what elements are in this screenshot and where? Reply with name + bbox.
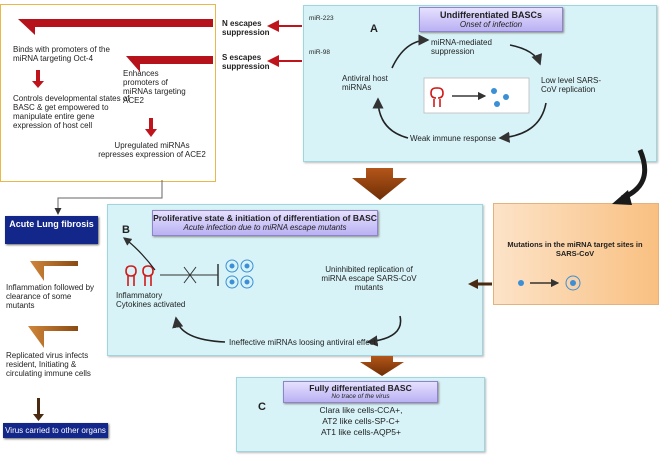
panel-a-title-box: Undifferentiated BASCs Onset of infectio…	[419, 7, 563, 32]
red-down-arrow-1	[32, 70, 44, 88]
rna-hairpins-icon	[125, 265, 154, 286]
binds-text: Binds with promoters of the miRNA target…	[13, 45, 110, 63]
rna-hairpin-icon	[430, 87, 444, 107]
transition-arrow-bc	[360, 356, 404, 376]
controls-text: Controls developmental states of BASC & …	[13, 94, 130, 130]
cell-type-3: AT1 like cells-AQP5+	[321, 427, 401, 437]
cycle-arrow-2	[509, 44, 543, 66]
replicated-tag	[28, 326, 78, 348]
virus-icon	[491, 88, 509, 107]
mutant-virus-icon	[518, 275, 581, 291]
cycle-arrow-3	[498, 102, 547, 143]
escape-tag-s	[126, 56, 213, 72]
mechanism-panel	[0, 4, 216, 182]
b-arrow-3	[123, 237, 156, 271]
panel-a-title: Undifferentiated BASCs	[439, 10, 542, 20]
panel-b-subtitle: Acute infection due to miRNA escape muta…	[183, 223, 347, 232]
mutant-virus-cluster-icon	[225, 259, 254, 289]
mir98-label: miR-98	[309, 49, 330, 56]
inflammation-tag	[30, 261, 78, 281]
panel-c-letter: C	[258, 401, 266, 413]
uninhibited-label: Uninhibited replication of miRNA escape …	[321, 265, 417, 292]
transition-arrow-ab	[352, 168, 407, 200]
fibrosis-box: Acute Lung fibrosis	[5, 216, 98, 244]
n-escapes-label: N escapes suppression	[222, 19, 270, 37]
panel-a-letter: A	[370, 23, 378, 35]
curved-arrow-mutations	[621, 149, 648, 201]
s-escapes-label: S escapes suppression	[222, 53, 270, 71]
low-level-label: Low level SARS-CoV replication	[541, 76, 602, 94]
down-arrow-organs	[33, 414, 44, 421]
inflammation-label: Inflammation followed by clearance of so…	[6, 283, 95, 310]
b-arrow-2	[172, 316, 226, 343]
organs-box: Virus carried to other organs	[3, 423, 108, 438]
replicated-label: Replicated virus infects resident, Initi…	[6, 351, 91, 378]
mutations-label: Mutations in the miRNA target sites in S…	[507, 240, 643, 258]
panel-b-letter: B	[122, 224, 130, 236]
ace2-to-fibrosis-line	[54, 180, 163, 215]
escape-tag-n	[18, 19, 213, 35]
panel-b-title: Proliferative state & initiation of diff…	[153, 213, 377, 223]
enhances-text: Enhances promoters of miRNAs targeting A…	[123, 69, 186, 105]
cell-type-1: Clara like cells-CCA+,	[319, 405, 403, 415]
cycle-arrow-4	[372, 97, 409, 139]
cytokines-label: Inflammatory Cytokines activated	[116, 291, 186, 309]
panel-b-title-box: Proliferative state & initiation of diff…	[152, 210, 378, 236]
panel-c-subtitle: No trace of the virus	[331, 393, 390, 400]
cycle-arrow-1	[391, 34, 430, 69]
panel-c-title-box: Fully differentiated BASC No trace of th…	[283, 381, 438, 403]
cell-type-2: AT2 like cells-SP-C+	[322, 416, 400, 426]
mutations-panel	[493, 203, 659, 305]
panel-c-title: Fully differentiated BASC	[309, 383, 412, 393]
mirna-suppression-label: miRNA-mediated suppression	[431, 38, 492, 56]
antiviral-label: Antiviral host miRNAs	[342, 74, 388, 92]
ineffective-label: Ineffective miRNAs loosing antiviral eff…	[229, 338, 376, 347]
red-down-arrow-2	[145, 118, 157, 137]
b-arrow-1	[366, 315, 402, 347]
weak-immune-label: Weak immune response	[410, 134, 497, 143]
upregulated-text: Upregulated miRNAs represses expression …	[98, 141, 206, 159]
mir223-label: miR-223	[309, 15, 334, 22]
panel-a-subtitle: Onset of infection	[459, 20, 523, 29]
